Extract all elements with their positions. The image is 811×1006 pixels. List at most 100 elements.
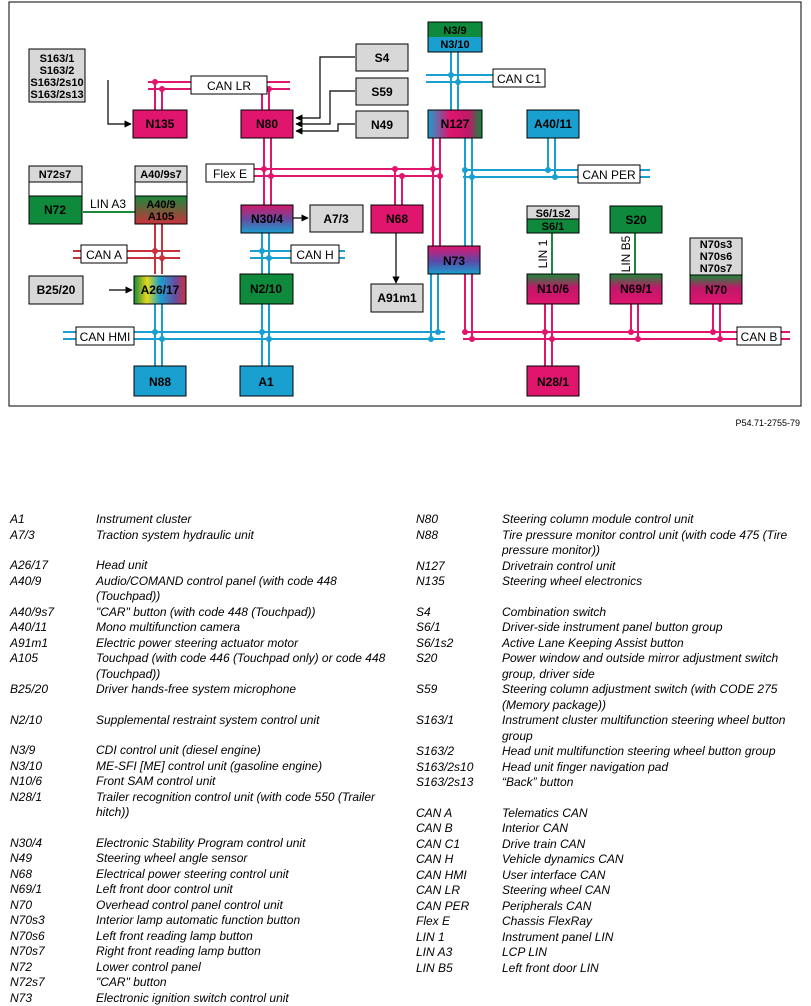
node-s4: S4 <box>356 44 408 71</box>
legend-description: Audio/COMAND control panel (with code 44… <box>96 574 396 605</box>
network-diagram: CAN LR CAN C1 Flex E CAN PER CAN A CAN H… <box>0 0 811 420</box>
legend-description: Vehicle dynamics CAN <box>502 852 802 868</box>
bus-label-can-a: CAN A <box>81 245 127 263</box>
svg-text:S6/1s2: S6/1s2 <box>536 208 571 220</box>
svg-text:N70: N70 <box>705 283 727 297</box>
bus-label-can-hmi: CAN HMI <box>76 327 134 345</box>
bus-label-lin-b5: LIN B5 <box>619 235 633 272</box>
node-n68: N68 <box>371 205 423 233</box>
legend-code: N70 <box>10 898 96 914</box>
legend-code: A40/9s7 <box>10 605 96 621</box>
legend-code: N3/9 <box>10 743 96 759</box>
legend-description: Traction system hydraulic unit <box>96 528 396 544</box>
svg-text:CAN A: CAN A <box>86 248 122 262</box>
svg-text:N72: N72 <box>44 203 66 217</box>
svg-text:N69/1: N69/1 <box>620 282 652 296</box>
legend-code: CAN PER <box>416 899 502 915</box>
node-n70-switches: N70s3 N70s6 N70s7 <box>690 238 742 275</box>
legend-description: “Back” button <box>502 775 802 791</box>
node-n2-10: N2/10 <box>240 274 293 304</box>
legend-code: N72 <box>10 960 96 976</box>
legend-description: Interior CAN <box>502 821 802 837</box>
svg-text:A1: A1 <box>258 375 274 389</box>
node-s6-1-group: S6/1s2 S6/1 <box>527 206 579 233</box>
svg-text:S6/1: S6/1 <box>542 221 565 233</box>
svg-text:A91m1: A91m1 <box>377 291 417 305</box>
legend-code: S6/1 <box>416 620 502 636</box>
node-n135: N135 <box>133 110 187 138</box>
svg-text:S20: S20 <box>625 213 647 227</box>
bus-label-can-per: CAN PER <box>578 165 640 183</box>
network-diagram-svg: CAN LR CAN C1 Flex E CAN PER CAN A CAN H… <box>0 0 811 420</box>
node-a26-17: A26/17 <box>134 276 186 304</box>
node-s163-group: S163/1 S163/2 S163/2s10 S163/2s13 <box>29 49 85 102</box>
legend-code: CAN A <box>416 806 502 822</box>
node-n3-9-n3-10: N3/9 N3/10 <box>428 22 482 52</box>
svg-text:S163/2s13: S163/2s13 <box>30 89 83 101</box>
svg-text:N3/9: N3/9 <box>443 25 466 37</box>
svg-text:S163/1: S163/1 <box>40 53 75 65</box>
legend-code: N2/10 <box>10 713 96 729</box>
legend-description: Instrument cluster multifunction steerin… <box>502 713 802 744</box>
bus-label-can-lr: CAN LR <box>191 76 267 94</box>
legend-description: CDI control unit (diesel engine) <box>96 743 396 759</box>
legend-code: N30/4 <box>10 836 96 852</box>
svg-text:A40/9: A40/9 <box>146 199 175 211</box>
legend-code: CAN B <box>416 821 502 837</box>
legend-code: N70s3 <box>10 913 96 929</box>
legend-description: Head unit finger navigation pad <box>502 760 802 776</box>
legend-description: Overhead control panel control unit <box>96 898 396 914</box>
legend-code: B25/20 <box>10 682 96 698</box>
legend-description: Instrument panel LIN <box>502 930 802 946</box>
svg-text:A40/11: A40/11 <box>534 117 572 131</box>
legend-description: Power window and outside mirror adjustme… <box>502 651 802 682</box>
bus-label-can-c1: CAN C1 <box>493 69 545 87</box>
svg-text:N68: N68 <box>386 212 408 226</box>
legend-code: A40/9 <box>10 574 96 605</box>
svg-text:A40/9s7: A40/9s7 <box>140 169 182 181</box>
svg-text:CAN HMI: CAN HMI <box>80 330 131 344</box>
legend-code: N135 <box>416 574 502 590</box>
legend-code: CAN C1 <box>416 837 502 853</box>
svg-text:S163/2: S163/2 <box>40 65 75 77</box>
legend-entry: S163/2s13“Back” button <box>416 775 802 791</box>
svg-text:N80: N80 <box>256 117 278 131</box>
svg-text:N73: N73 <box>443 254 465 268</box>
legend-description: Tire pressure monitor control unit (with… <box>502 528 802 559</box>
legend-description: Left front door control unit <box>96 882 396 898</box>
legend-code: S163/2s10 <box>416 760 502 776</box>
svg-text:S4: S4 <box>375 51 390 65</box>
legend-description: Steering wheel CAN <box>502 883 802 899</box>
legend-description: Active Lane Keeping Assist button <box>502 636 802 652</box>
svg-text:N70s6: N70s6 <box>700 251 732 263</box>
node-a7-3: A7/3 <box>310 205 363 232</box>
svg-text:N30/4: N30/4 <box>251 212 283 226</box>
legend-code: N127 <box>416 559 502 575</box>
legend-code: S163/1 <box>416 713 502 744</box>
legend-description: Drive train CAN <box>502 837 802 853</box>
